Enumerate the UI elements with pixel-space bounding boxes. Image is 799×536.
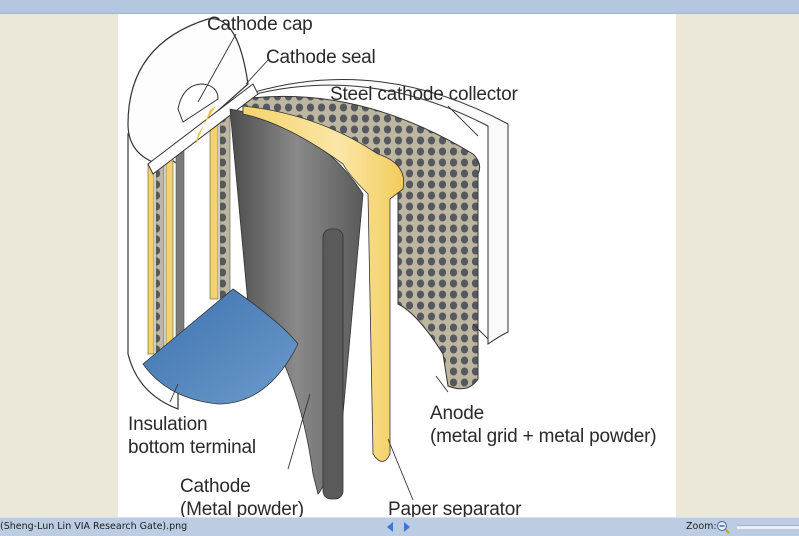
next-image-icon[interactable] xyxy=(402,521,412,533)
filename-label: (Sheng-Lun Lin VIA Research Gate).png xyxy=(0,521,188,532)
label-anode-detail: (metal grid + metal powder) xyxy=(430,426,657,447)
zoom-label: Zoom: xyxy=(686,521,717,532)
leader-lines xyxy=(169,33,489,501)
status-bar: (Sheng-Lun Lin VIA Research Gate).png Zo… xyxy=(0,517,799,536)
label-bottom-terminal: bottom terminal xyxy=(128,437,256,458)
paper-separator xyxy=(242,105,405,462)
label-anode: Anode xyxy=(430,403,484,424)
cathode-edge xyxy=(322,228,344,500)
label-cathode: Cathode xyxy=(180,476,251,497)
window-top-bar xyxy=(0,0,799,14)
label-cathode-cap: Cathode cap xyxy=(207,14,313,35)
zoom-out-icon[interactable] xyxy=(716,520,730,534)
label-steel-cathode-collector: Steel cathode collector xyxy=(330,84,518,105)
battery-cutaway-illustration xyxy=(127,18,509,501)
zoom-slider[interactable] xyxy=(737,525,799,529)
steel-collector-shell xyxy=(247,78,509,345)
label-metal-powder: (Metal powder) xyxy=(180,499,304,517)
label-cathode-seal: Cathode seal xyxy=(266,47,376,68)
battery-diagram-image: Cathode cap Cathode seal Steel cathode c… xyxy=(118,14,676,517)
label-insulation: Insulation xyxy=(128,414,208,435)
previous-image-icon[interactable] xyxy=(385,521,395,533)
insulation-bottom-terminal xyxy=(142,288,299,405)
label-paper-separator: Paper separator xyxy=(388,499,522,517)
